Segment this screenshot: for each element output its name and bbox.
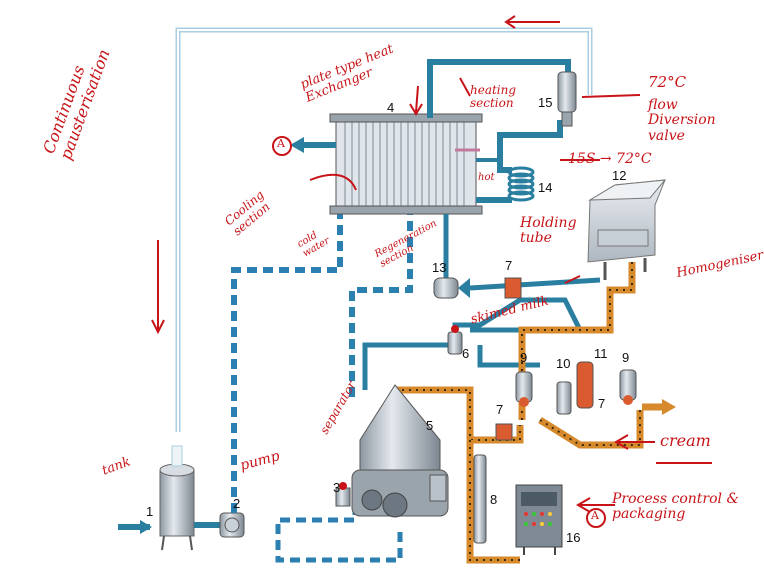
label-14: 14 xyxy=(538,180,552,195)
holding-in-line xyxy=(500,120,560,170)
label-13: 13 xyxy=(432,260,446,275)
flow-diversion-note: flow Diversion valve xyxy=(648,98,728,144)
circle-a-right-label: A xyxy=(591,510,599,522)
holding-tube-note: Holding tube xyxy=(520,216,580,247)
valve-9-left xyxy=(516,372,532,407)
inlet-arrow xyxy=(140,520,152,534)
label-3: 3 xyxy=(333,480,340,495)
circle-a-left-label: A xyxy=(277,138,285,150)
cream-note: cream xyxy=(660,432,711,450)
homogeniser xyxy=(588,180,665,280)
process-control-note: Process control & packaging xyxy=(612,492,742,523)
label-7-right: 7 xyxy=(598,396,605,411)
label-10: 10 xyxy=(556,356,570,371)
control-panel xyxy=(516,485,562,555)
time-temp-note: 15S → 72°C xyxy=(568,152,652,167)
flow-diversion-valve xyxy=(558,72,576,126)
label-11: 11 xyxy=(594,346,608,361)
homogenised-line xyxy=(470,280,600,288)
label-16: 16 xyxy=(566,530,580,545)
temperature-note: 72°C xyxy=(648,74,686,91)
label-2: 2 xyxy=(233,496,240,511)
balance-tank xyxy=(160,446,194,550)
sight-glass-11 xyxy=(577,362,593,408)
valve-6 xyxy=(448,325,462,354)
label-5: 5 xyxy=(426,418,433,433)
cream-out-line xyxy=(540,410,640,445)
heating-section-note: heating section xyxy=(470,84,530,110)
feed-pump xyxy=(220,513,244,537)
label-15: 15 xyxy=(538,95,552,110)
label-1: 1 xyxy=(146,504,153,519)
label-12: 12 xyxy=(612,168,626,183)
label-4: 4 xyxy=(387,100,394,115)
label-9-right: 9 xyxy=(622,350,629,365)
valve-10 xyxy=(557,382,571,414)
plate-heat-exchanger xyxy=(330,114,482,214)
flowmeter-7-top xyxy=(505,278,521,298)
label-6: 6 xyxy=(462,346,469,361)
label-7-mid: 7 xyxy=(496,402,503,417)
holding-tube xyxy=(509,168,533,200)
separator xyxy=(352,385,448,517)
component-13 xyxy=(434,278,458,298)
label-8: 8 xyxy=(490,492,497,507)
component-8 xyxy=(474,455,486,543)
label-7-top: 7 xyxy=(505,258,512,273)
hot-note: hot xyxy=(478,172,494,183)
flowmeter-7-bottom xyxy=(496,424,512,440)
label-9-left: 9 xyxy=(520,350,527,365)
valve-9-right xyxy=(620,370,636,405)
